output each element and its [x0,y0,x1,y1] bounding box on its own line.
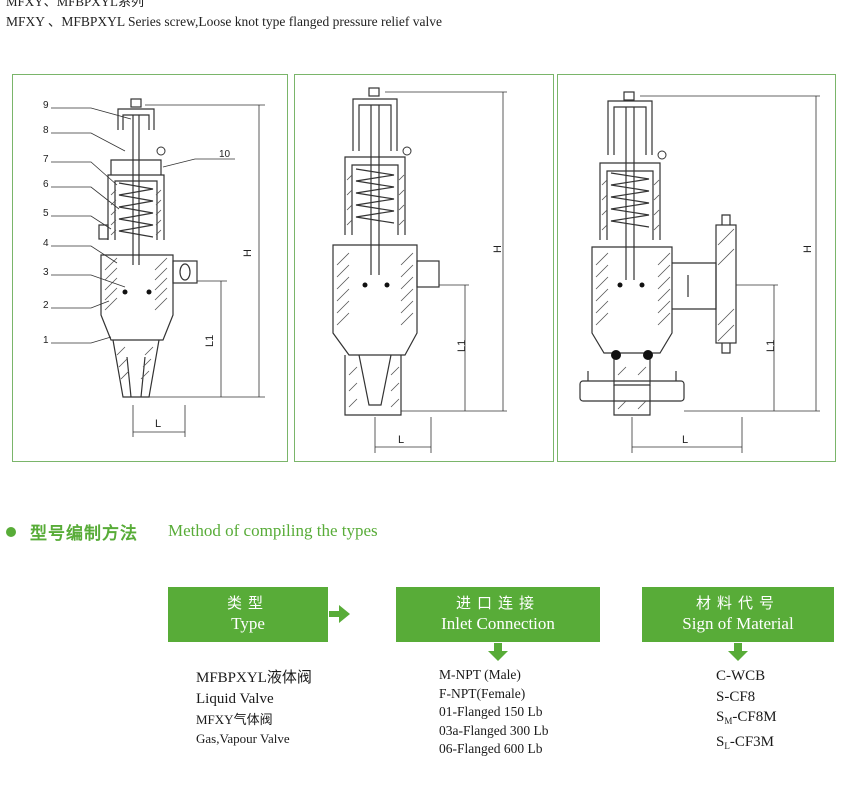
material-item-cf3m: SL-CF3M [716,732,777,757]
material-box: 材料代号 Sign of Material [642,587,834,642]
part-label-4: 4 [43,238,49,249]
material-cf3m-suffix: -CF3M [729,733,775,750]
part-label-2: 2 [43,300,49,311]
drawing-panel-2: H L1 L [294,74,554,462]
arrow-down-icon [728,643,748,661]
valve-drawing-3: H L1 L [579,91,820,453]
dim-label-L1: L1 [456,340,468,352]
material-item-wcb: C-WCB [716,668,766,684]
drawing-panel-3: H L1 L [557,74,836,462]
dim-label-L1: L1 [765,340,777,352]
top-cut-heading: MFXY、MFBPXYL系列 [6,0,144,9]
type-box-cn: 类型 [226,594,269,612]
page-subtitle: MFXY 、MFBPXYL Series screw,Loose knot ty… [6,14,443,29]
material-item-cf8m: SM-CF8M [716,707,777,732]
inlet-box-en: Inlet Connection [441,614,555,633]
inlet-item-01: 01-Flanged 150 Lb [439,704,543,719]
inlet-box: 进口连接 Inlet Connection [396,587,600,642]
part-label-7: 7 [43,154,49,165]
material-item-cf8: S-CF8 [716,688,756,705]
dim-label-L: L [682,434,688,446]
dim-label-L: L [155,418,161,430]
inlet-box-cn: 进口连接 [455,594,540,612]
inlet-item-03a: 03a-Flanged 300 Lb [439,722,549,738]
material-box-en: Sign of Material [682,614,794,633]
valve-drawing-2: H L1 L [332,87,507,453]
type-item-liquid-en: Liquid Valve [196,691,274,707]
part-label-10: 10 [219,149,231,160]
arrow-down-icon [488,643,508,661]
type-box: 类型 Type [168,587,328,642]
part-label-8: 8 [43,125,49,136]
type-list: MFBPXYL液体阀 Liquid Valve MFXY气体阀 Gas,Vapo… [196,668,312,748]
part-label-6: 6 [43,179,49,190]
material-cf8m-prefix: S [716,709,725,725]
arrow-right-icon [329,605,350,623]
inlet-item-06: 06-Flanged 600 Lb [439,741,543,756]
inlet-item-f: F-NPT(Female) [439,685,526,701]
dim-label-L: L [398,434,404,446]
type-item-gas-en: Gas,Vapour Valve [196,731,290,746]
material-list: C-WCB S-CF8 SM-CF8M SL-CF3M [716,666,777,756]
bullet-dot [6,527,16,537]
part-label-1: 1 [43,335,49,346]
section-title-cn: 型号编制方法 [30,524,138,544]
material-cf3m-prefix: S [716,733,725,750]
dim-label-H: H [492,245,504,253]
section-header: 型号编制方法 Method of compiling the types [6,519,506,544]
inlet-list: M-NPT (Male) F-NPT(Female) 01-Flanged 15… [439,666,548,759]
part-label-9: 9 [43,100,49,111]
part-label-3: 3 [43,267,49,278]
dim-label-H: H [802,245,814,253]
section-title-en: Method of compiling the types [168,521,378,540]
inlet-item-m: M-NPT (Male) [439,667,521,682]
material-cf3m-subscript: L [724,740,730,751]
part-label-5: 5 [43,208,49,219]
type-item-gas-cn: MFXY气体阀 [196,712,273,727]
drawing-panel-1: 9 8 7 6 5 4 3 2 1 10 H L1 L [12,74,288,462]
type-item-liquid-cn: MFBPXYL液体阀 [196,670,312,686]
material-cf8m-subscript: M [724,716,733,726]
type-box-en: Type [231,614,265,633]
valve-drawing-1: 9 8 7 6 5 4 3 2 1 10 H L1 L [43,98,265,437]
material-cf8m-suffix: -CF8M [732,709,777,725]
material-box-cn: 材料代号 [695,594,780,612]
dim-label-H: H [242,249,254,257]
dim-label-L1: L1 [204,335,216,347]
